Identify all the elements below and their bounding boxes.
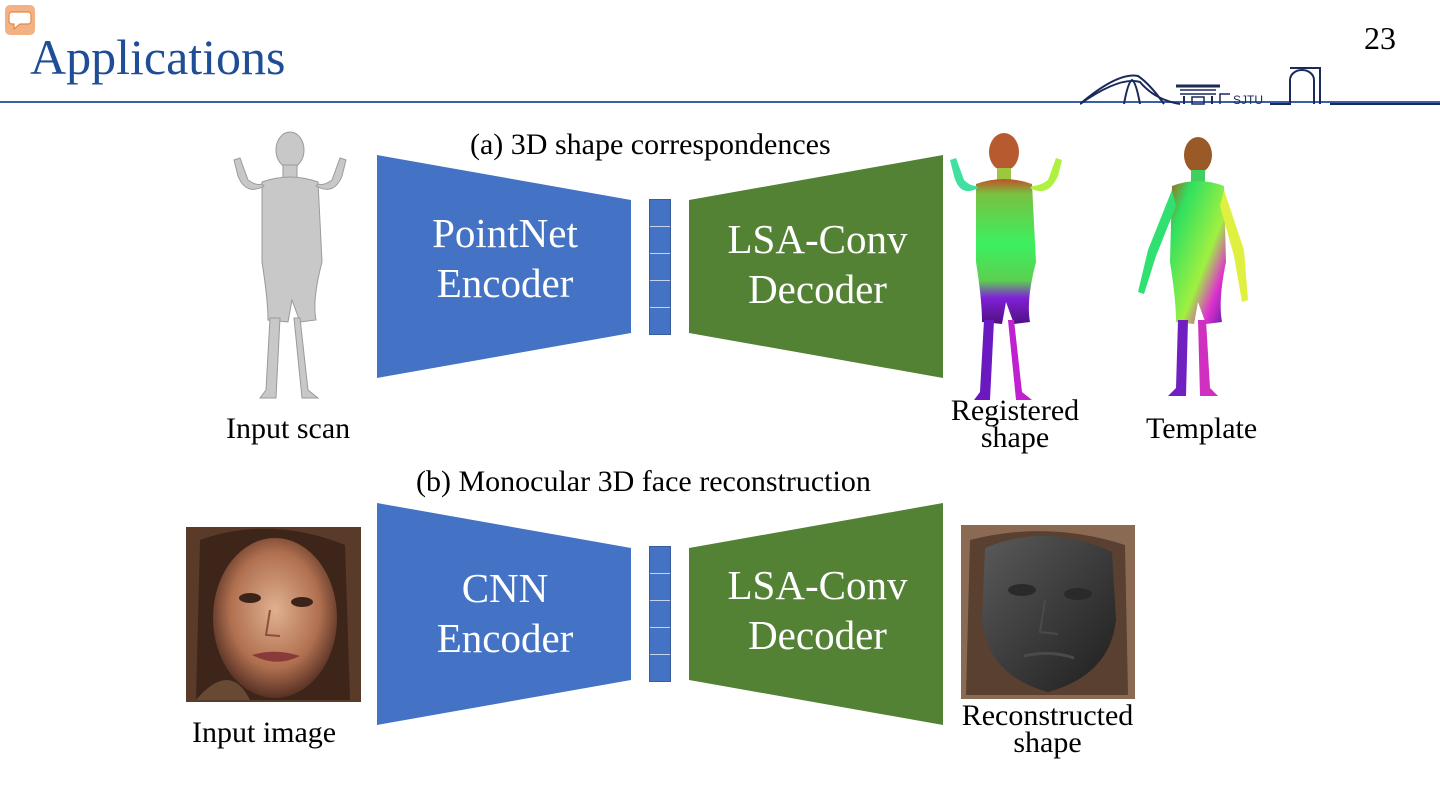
input-face-image [186, 527, 361, 702]
lsa-conv-decoder-block-a [689, 155, 943, 378]
registered-shape-label: Registered shape [930, 394, 1100, 454]
reconstructed-face-image [961, 525, 1135, 699]
input-image-label: Input image [192, 716, 337, 749]
cnn-encoder-label: CNN Encoder [395, 563, 615, 663]
page-number: 23 [1364, 20, 1396, 56]
registered-shape-label-line2: shape [980, 421, 1050, 454]
latent-code-b [649, 546, 671, 682]
decoder-a-line2: Decoder [748, 266, 887, 312]
cnn-encoder-line1: CNN [461, 565, 549, 611]
logo-text: SJTU [1233, 93, 1263, 106]
cnn-encoder-block [377, 503, 631, 725]
decoder-b-line2: Decoder [748, 612, 887, 658]
panel-a-caption: (a) 3D shape correspondences [470, 128, 831, 161]
university-logo: SJTU [1080, 67, 1440, 106]
template-label: Template [1146, 412, 1258, 445]
decoder-b-line1: LSA-Conv [727, 562, 908, 608]
lsa-conv-decoder-block-b [689, 503, 943, 725]
cnn-encoder-line2: Encoder [436, 615, 574, 661]
decoder-a-label: LSA-Conv Decoder [705, 214, 930, 314]
pointnet-encoder-label: PointNet Encoder [395, 208, 615, 308]
comment-icon[interactable] [4, 4, 36, 36]
latent-code-a [649, 199, 671, 335]
reconstructed-shape-label-line2: shape [1013, 726, 1082, 759]
registered-shape-figure [950, 133, 1062, 400]
template-figure [1138, 137, 1248, 396]
pointnet-encoder-line2: Encoder [436, 260, 574, 306]
reconstructed-shape-label: Reconstructed shape [945, 699, 1150, 759]
input-scan-label: Input scan [226, 412, 351, 445]
reconstructed-shape-label-line1: Reconstructed [961, 699, 1134, 732]
pointnet-encoder-line1: PointNet [432, 210, 578, 256]
input-scan-figure [233, 131, 347, 399]
panel-b-caption: (b) Monocular 3D face reconstruction [416, 465, 871, 498]
decoder-a-line1: LSA-Conv [727, 216, 908, 262]
slide-title: Applications [30, 29, 286, 85]
registered-shape-label-line1: Registered [950, 394, 1080, 427]
decoder-b-label: LSA-Conv Decoder [705, 560, 930, 660]
header-rule [0, 101, 1440, 103]
pointnet-encoder-block [377, 155, 631, 378]
